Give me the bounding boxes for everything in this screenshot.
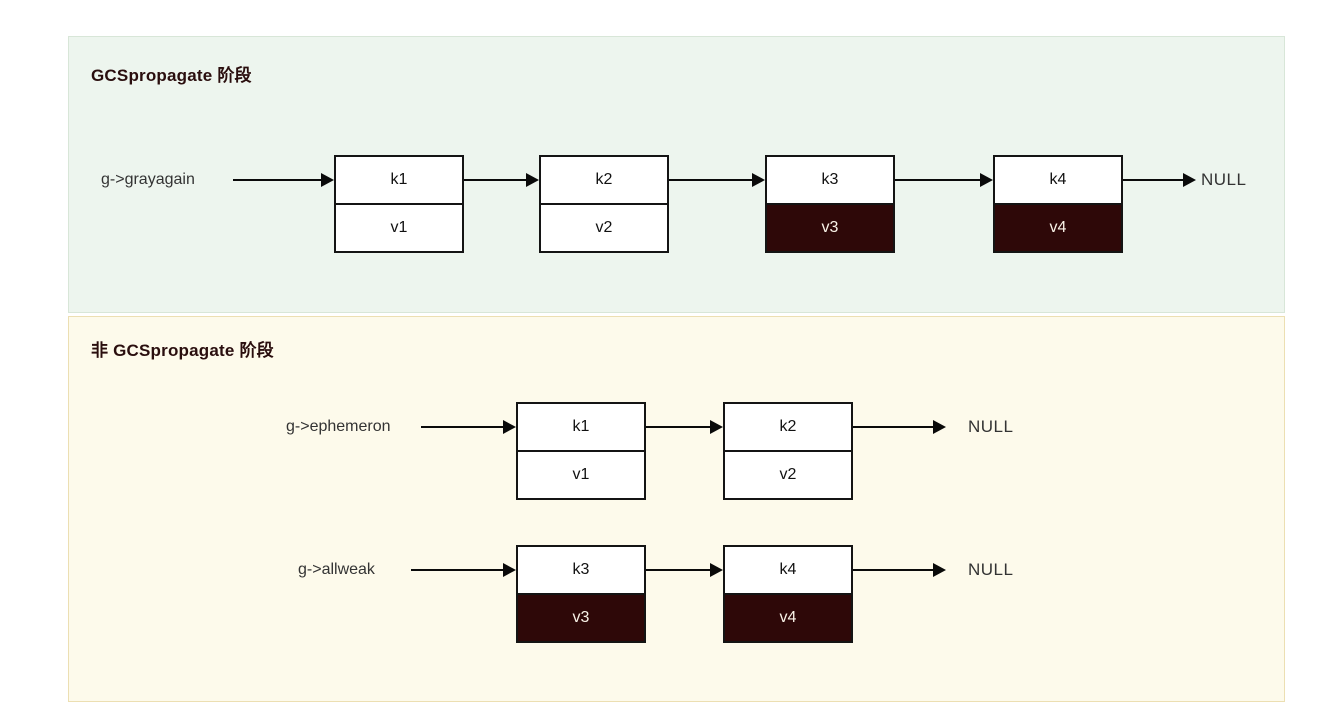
key-cell: k4 bbox=[995, 157, 1121, 205]
table-node-k3: k3 v3 bbox=[516, 545, 646, 643]
pointer-label-ephemeron: g->ephemeron bbox=[286, 418, 391, 435]
table-node-k4: k4 v4 bbox=[993, 155, 1123, 253]
null-terminal: NULL bbox=[1201, 170, 1247, 189]
section-title: GCSpropagate 阶段 bbox=[91, 66, 252, 85]
value-cell-dark: v4 bbox=[995, 205, 1121, 251]
table-node-k3: k3 v3 bbox=[765, 155, 895, 253]
arrow-connector bbox=[233, 173, 334, 187]
pointer-label-grayagain: g->grayagain bbox=[101, 171, 195, 188]
key-cell: k2 bbox=[725, 404, 851, 452]
arrow-connector bbox=[646, 563, 723, 577]
key-cell: k1 bbox=[336, 157, 462, 205]
key-cell: k3 bbox=[767, 157, 893, 205]
arrow-connector bbox=[895, 173, 993, 187]
table-node-k1: k1 v1 bbox=[334, 155, 464, 253]
arrow-connector bbox=[853, 563, 946, 577]
key-cell: k1 bbox=[518, 404, 644, 452]
key-cell: k3 bbox=[518, 547, 644, 595]
arrow-connector bbox=[421, 420, 516, 434]
arrow-connector bbox=[853, 420, 946, 434]
arrow-connector bbox=[669, 173, 765, 187]
table-node-k2: k2 v2 bbox=[723, 402, 853, 500]
table-node-k4: k4 v4 bbox=[723, 545, 853, 643]
arrow-connector bbox=[464, 173, 539, 187]
pointer-label-allweak: g->allweak bbox=[298, 561, 375, 578]
null-terminal: NULL bbox=[968, 560, 1014, 579]
value-cell: v2 bbox=[595, 219, 613, 236]
key-cell: k4 bbox=[725, 547, 851, 595]
arrow-connector bbox=[1123, 173, 1196, 187]
table-node-k2: k2 v2 bbox=[539, 155, 669, 253]
section-gcspropagate: GCSpropagate 阶段 g->grayagain k1 v1 k2 v2… bbox=[68, 36, 1285, 313]
value-cell-dark: v3 bbox=[518, 595, 644, 641]
null-terminal: NULL bbox=[968, 417, 1014, 436]
section-non-gcspropagate: 非 GCSpropagate 阶段 g->ephemeron k1 v1 k2 … bbox=[68, 316, 1285, 702]
key-cell: k2 bbox=[541, 157, 667, 205]
section-title: 非 GCSpropagate 阶段 bbox=[91, 341, 274, 360]
value-cell-dark: v4 bbox=[725, 595, 851, 641]
table-node-k1: k1 v1 bbox=[516, 402, 646, 500]
value-cell: v1 bbox=[572, 466, 590, 483]
arrow-connector bbox=[646, 420, 723, 434]
value-cell: v2 bbox=[779, 466, 797, 483]
value-cell: v1 bbox=[390, 219, 408, 236]
arrow-connector bbox=[411, 563, 516, 577]
value-cell-dark: v3 bbox=[767, 205, 893, 251]
